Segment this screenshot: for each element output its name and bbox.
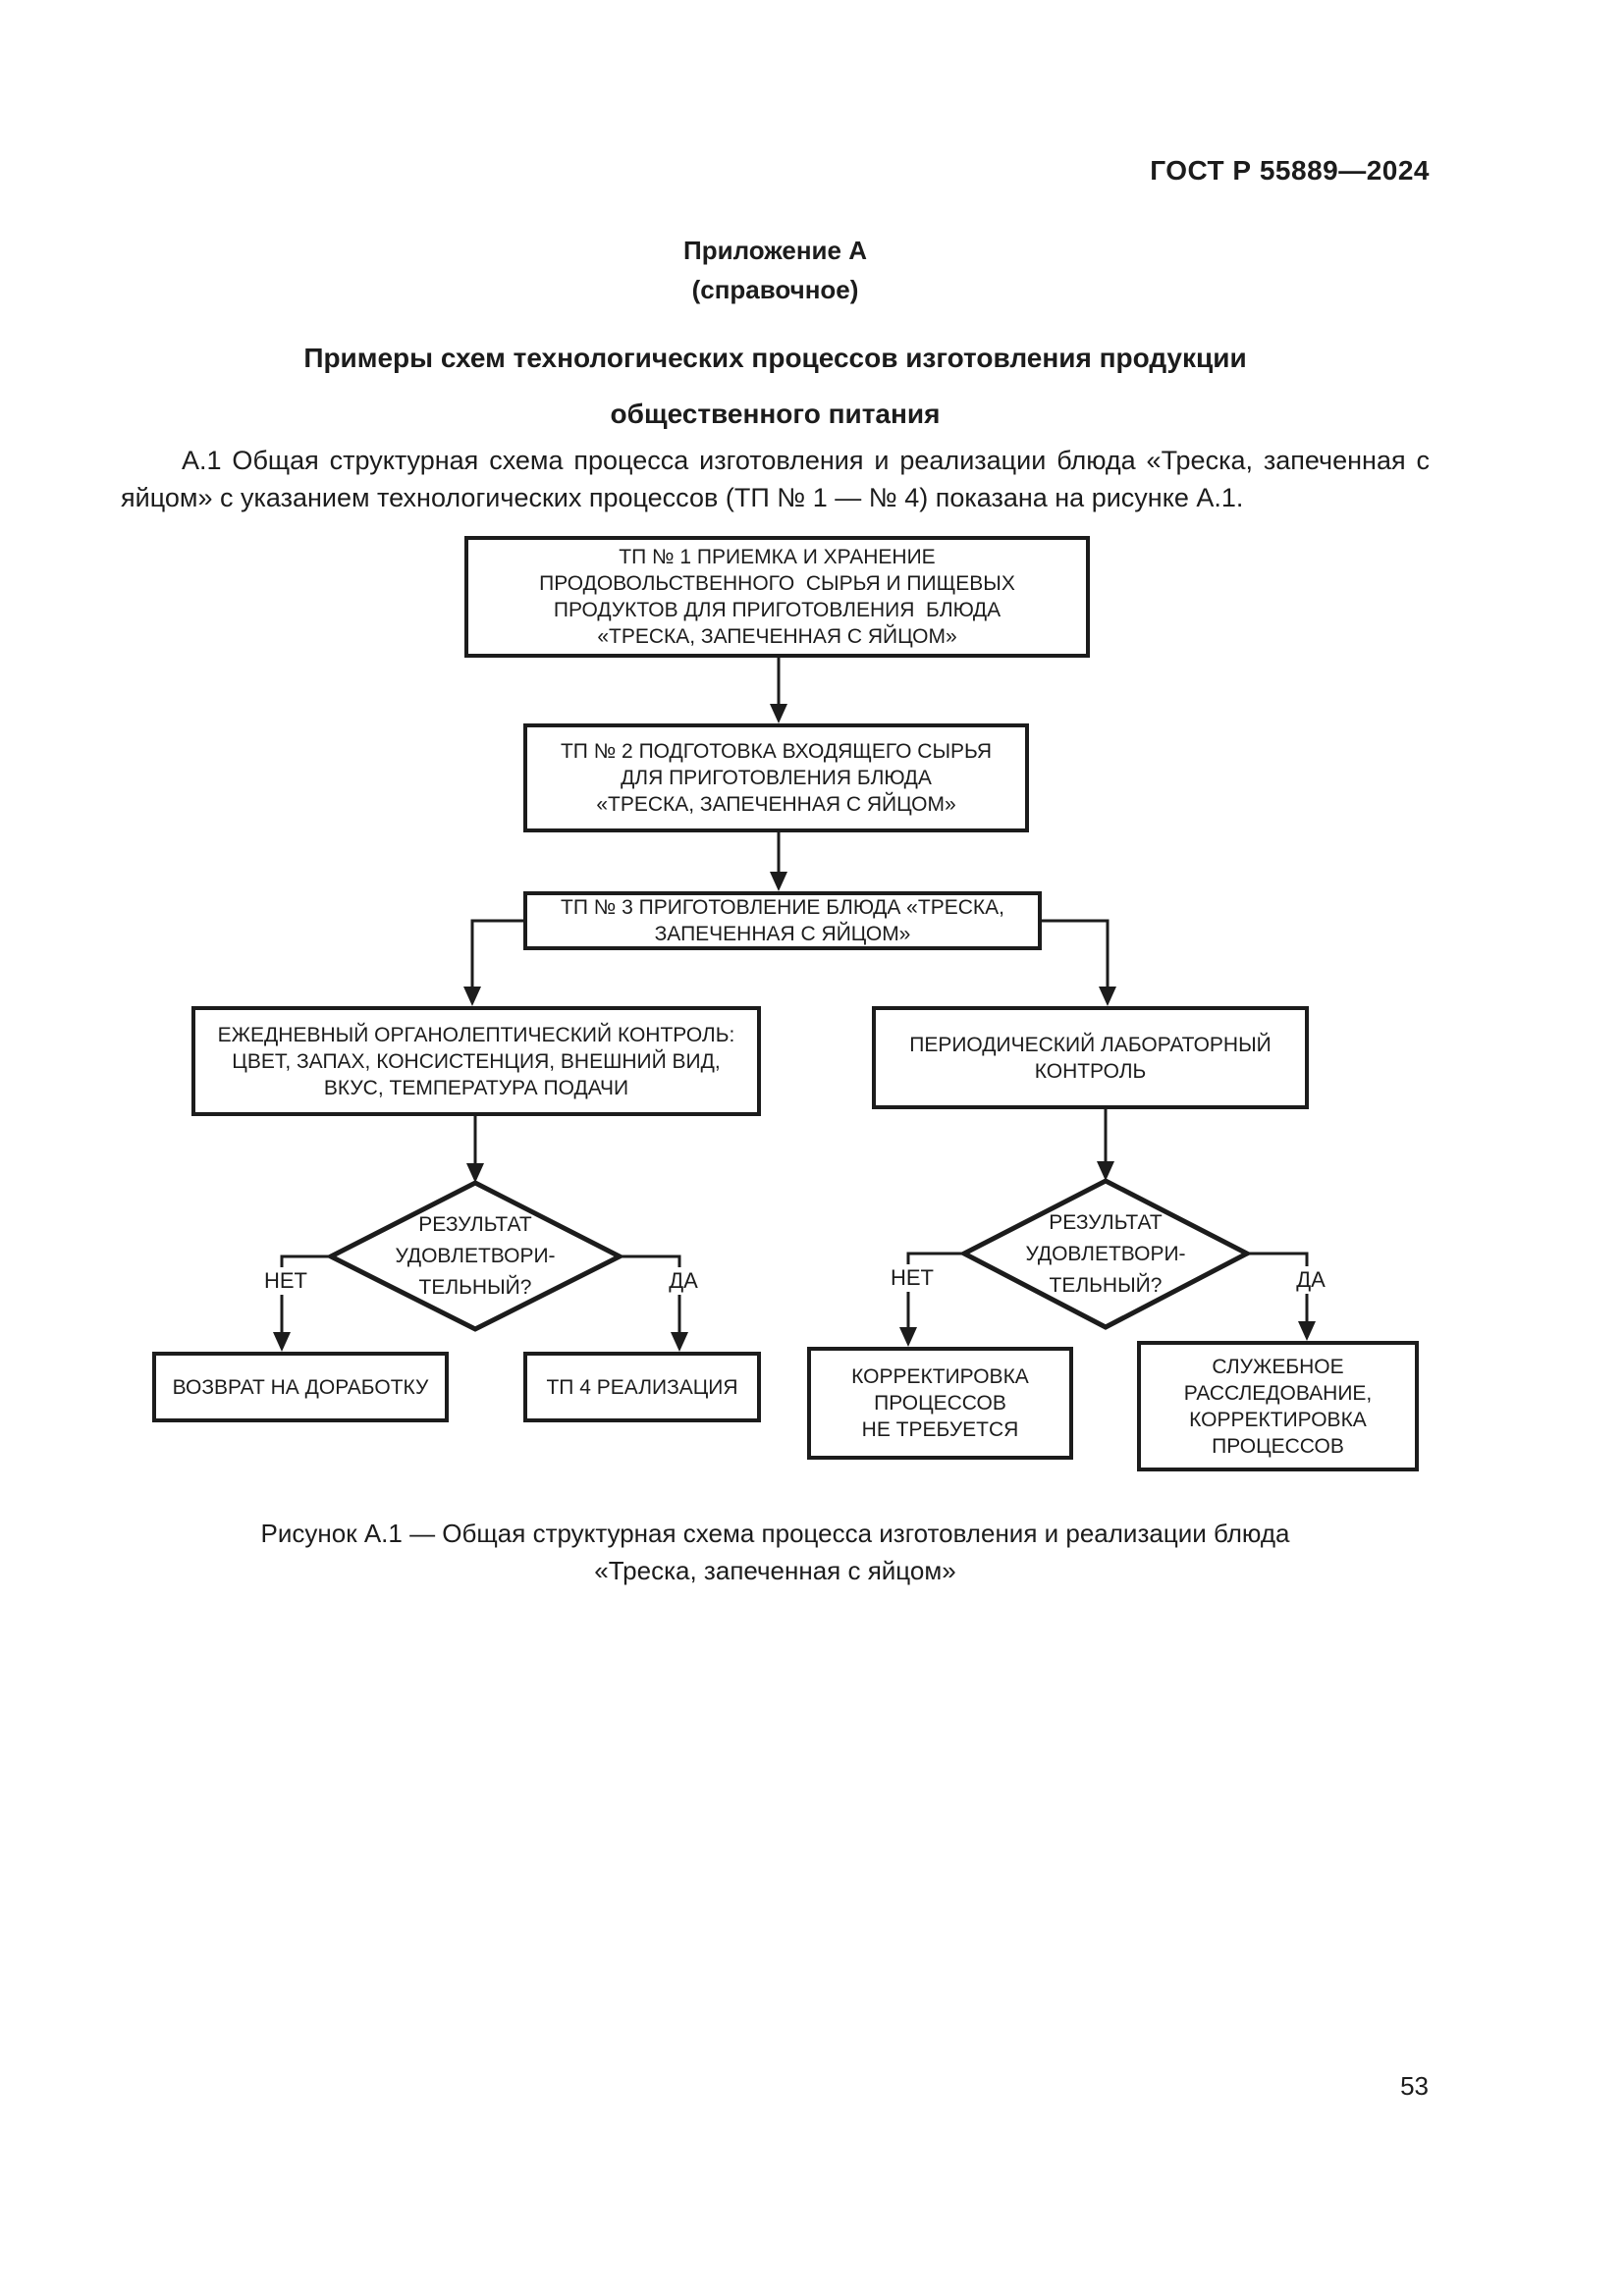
section-heading-line-1: Примеры схем технологических процессов и… <box>303 343 1247 373</box>
branch-label-yes-left: ДА <box>645 1267 722 1295</box>
control-box-laboratory: ПЕРИОДИЧЕСКИЙ ЛАБОРАТОРНЫЙ КОНТРОЛЬ <box>872 1006 1309 1109</box>
arrowhead-decision-right <box>1097 1161 1114 1181</box>
decision-left-line: ТЕЛЬНЫЙ? <box>418 1276 532 1299</box>
decision-left-line: РЕЗУЛЬТАТ <box>418 1213 532 1236</box>
result-box-no-correction-line: НЕ ТРЕБУЕТСЯ <box>861 1418 1019 1441</box>
page-number: 53 <box>1400 2071 1429 2101</box>
arrowhead-tp2 <box>770 704 787 723</box>
connector-decision-left-yes <box>620 1255 681 1337</box>
arrowhead-tp3 <box>770 872 787 891</box>
section-heading-line-2: общественного питания <box>610 399 941 429</box>
connector-decision-right-yes <box>1247 1252 1309 1326</box>
control-box-organoleptic-line: ВКУС, ТЕМПЕРАТУРА ПОДАЧИ <box>323 1076 629 1099</box>
control-box-laboratory-line: ПЕРИОДИЧЕСКИЙ ЛАБОРАТОРНЫЙ <box>909 1033 1272 1056</box>
arrowhead-laboratory <box>1099 987 1116 1006</box>
branch-label-yes-right: ДА <box>1272 1266 1349 1294</box>
result-box-investigation-line: РАССЛЕДОВАНИЕ, <box>1183 1381 1373 1405</box>
arrowhead-rework <box>273 1332 291 1352</box>
connector-tp3-organoleptic <box>470 919 523 991</box>
flowchart-connectors <box>273 658 1316 1352</box>
result-box-no-correction: КОРРЕКТИРОВКА ПРОЦЕССОВ НЕ ТРЕБУЕТСЯ <box>807 1347 1073 1460</box>
result-box-no-correction-line: КОРРЕКТИРОВКА <box>851 1365 1029 1388</box>
process-box-tp1-line: ПРОДОВОЛЬСТВЕННОГО СЫРЬЯ И ПИЩЕВЫХ <box>539 572 1015 595</box>
section-heading: Примеры схем технологических процессов и… <box>121 330 1430 442</box>
process-box-tp3: ТП № 3 ПРИГОТОВЛЕНИЕ БЛЮДА «ТРЕСКА, ЗАПЕ… <box>523 891 1042 950</box>
branch-label-no-left: НЕТ <box>243 1267 329 1295</box>
result-box-investigation: СЛУЖЕБНОЕ РАССЛЕДОВАНИЕ, КОРРЕКТИРОВКА П… <box>1137 1341 1419 1471</box>
decision-diamond-left-shape <box>325 1180 625 1332</box>
process-box-tp1-line: «ТРЕСКА, ЗАПЕЧЕННАЯ С ЯЙЦОМ» <box>597 625 957 648</box>
decision-right-line: УДОВЛЕТВОРИ- <box>1025 1243 1186 1265</box>
process-box-tp2-line: «ТРЕСКА, ЗАПЕЧЕННАЯ С ЯЙЦОМ» <box>596 793 956 816</box>
result-box-investigation-line: СЛУЖЕБНОЕ <box>1212 1355 1344 1378</box>
process-box-tp3-line: ТП № 3 ПРИГОТОВЛЕНИЕ БЛЮДА «ТРЕСКА, <box>561 896 1004 919</box>
result-box-investigation-line: КОРРЕКТИРОВКА <box>1189 1408 1367 1431</box>
decision-diamond-right-shape <box>958 1178 1253 1330</box>
control-box-organoleptic: ЕЖЕДНЕВНЫЙ ОРГАНОЛЕПТИЧЕСКИЙ КОНТРОЛЬ: Ц… <box>191 1006 761 1116</box>
figure-caption-line-1: Рисунок А.1 — Общая структурная схема пр… <box>260 1519 1290 1548</box>
annex-title: Приложение А <box>683 236 867 265</box>
process-box-tp2: ТП № 2 ПОДГОТОВКА ВХОДЯЩЕГО СЫРЬЯ ДЛЯ ПР… <box>523 723 1029 832</box>
result-box-investigation-line: ПРОЦЕССОВ <box>1212 1434 1344 1458</box>
process-box-tp2-line: ДЛЯ ПРИГОТОВЛЕНИЯ БЛЮДА <box>621 767 932 789</box>
process-box-tp1-line: ТП № 1 ПРИЕМКА И ХРАНЕНИЕ <box>619 546 936 568</box>
process-box-tp1-line: ПРОДУКТОВ ДЛЯ ПРИГОТОВЛЕНИЯ БЛЮДА <box>553 599 1001 621</box>
decision-diamond-left-text: РЕЗУЛЬТАТ УДОВЛЕТВОРИ- ТЕЛЬНЫЙ? <box>362 1209 588 1304</box>
paragraph-a1: А.1 Общая структурная схема процесса изг… <box>121 446 1430 512</box>
arrowhead-decision-left <box>466 1163 484 1183</box>
decision-right-line: РЕЗУЛЬТАТ <box>1049 1211 1163 1234</box>
result-box-tp4: ТП 4 РЕАЛИЗАЦИЯ <box>523 1352 761 1422</box>
result-box-rework: ВОЗВРАТ НА ДОРАБОТКУ <box>152 1352 449 1422</box>
connector-tp3-laboratory <box>1042 919 1110 991</box>
flowchart-figure: ТП № 1 ПРИЕМКА И ХРАНЕНИЕ ПРОДОВОЛЬСТВЕН… <box>0 530 1624 1512</box>
process-box-tp3-line: ЗАПЕЧЕННАЯ С ЯЙЦОМ» <box>654 923 911 945</box>
control-box-laboratory-line: КОНТРОЛЬ <box>1034 1059 1147 1083</box>
result-box-tp4-line: ТП 4 РЕАЛИЗАЦИЯ <box>546 1375 738 1399</box>
result-box-rework-line: ВОЗВРАТ НА ДОРАБОТКУ <box>172 1375 429 1399</box>
figure-caption-line-2: «Треска, запеченная с яйцом» <box>594 1556 956 1585</box>
arrowhead-investigation <box>1298 1321 1316 1341</box>
connector-decision-right-no <box>906 1252 964 1332</box>
process-box-tp2-line: ТП № 2 ПОДГОТОВКА ВХОДЯЩЕГО СЫРЬЯ <box>560 740 993 763</box>
decision-diamond-right-text: РЕЗУЛЬТАТ УДОВЛЕТВОРИ- ТЕЛЬНЫЙ? <box>993 1207 1218 1302</box>
standard-reference: ГОСТ Р 55889—2024 <box>1150 155 1430 186</box>
control-box-organoleptic-line: ЕЖЕДНЕВНЫЙ ОРГАНОЛЕПТИЧЕСКИЙ КОНТРОЛЬ: <box>217 1023 735 1046</box>
connector-decision-left-no <box>280 1255 331 1337</box>
arrowhead-organoleptic <box>463 987 481 1006</box>
decision-left-line: УДОВЛЕТВОРИ- <box>395 1245 556 1267</box>
arrowhead-tp4 <box>671 1332 688 1352</box>
decision-right-line: ТЕЛЬНЫЙ? <box>1049 1274 1163 1297</box>
result-box-no-correction-line: ПРОЦЕССОВ <box>874 1392 1006 1415</box>
process-box-tp1: ТП № 1 ПРИЕМКА И ХРАНЕНИЕ ПРОДОВОЛЬСТВЕН… <box>464 536 1090 658</box>
arrowhead-no-correction <box>899 1327 917 1347</box>
annex-subtitle: (справочное) <box>691 275 859 304</box>
control-box-organoleptic-line: ЦВЕТ, ЗАПАХ, КОНСИСТЕНЦИЯ, ВНЕШНИЙ ВИД, <box>232 1049 721 1073</box>
branch-label-no-right: НЕТ <box>869 1264 955 1292</box>
figure-caption: Рисунок А.1 — Общая структурная схема пр… <box>121 1515 1430 1589</box>
